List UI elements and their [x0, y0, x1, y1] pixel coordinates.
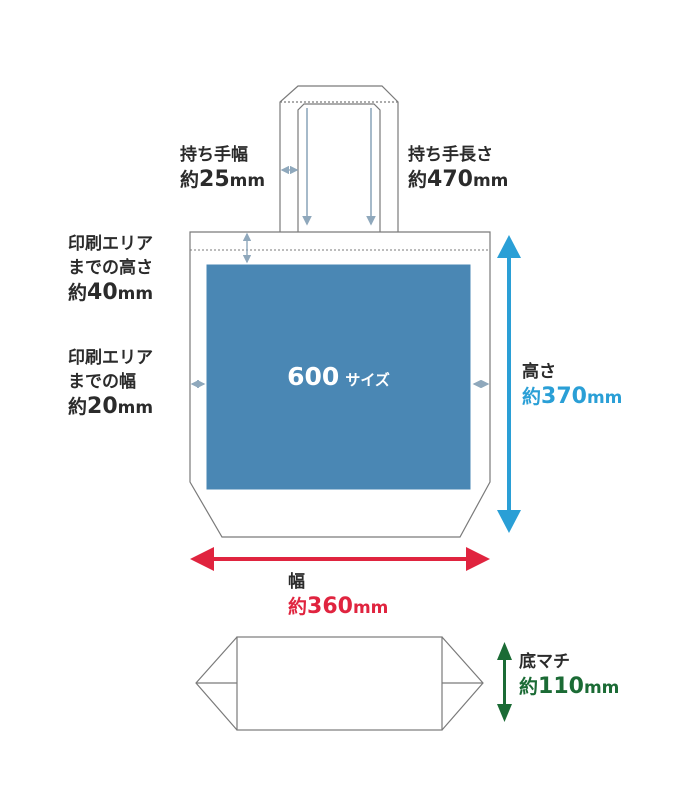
print-area-label: 600 サイズ: [206, 362, 471, 391]
width-arrow: [190, 547, 490, 571]
width-title: 幅: [288, 572, 305, 592]
print-side-label: 印刷エリア までの幅 約20mm: [68, 346, 153, 421]
handle-length-value: 約470mm: [408, 167, 509, 192]
gusset-arrow: [497, 642, 512, 722]
handle-width-label: 持ち手幅 約25mm: [180, 143, 265, 194]
bottom-gusset: [195, 636, 484, 731]
height-value: 約370mm: [522, 384, 623, 409]
handle-width-title: 持ち手幅: [180, 145, 248, 165]
gusset-title: 底マチ: [519, 652, 570, 672]
width-value: 約360mm: [288, 594, 389, 619]
print-top-title-1: 印刷エリア: [68, 234, 153, 254]
height-label: 高さ 約370mm: [522, 360, 622, 411]
height-arrow: [497, 235, 521, 533]
print-side-title-1: 印刷エリア: [68, 348, 153, 368]
gusset-label: 底マチ 約110mm: [519, 650, 619, 701]
print-top-label: 印刷エリア までの高さ 約40mm: [68, 232, 153, 307]
handle: [279, 85, 399, 250]
print-side-value: 約20mm: [68, 394, 154, 419]
print-size-number: 600: [287, 362, 340, 391]
handle-length-arrow: [302, 108, 376, 226]
print-side-title-2: までの幅: [68, 372, 136, 392]
height-title: 高さ: [522, 362, 556, 382]
print-top-title-2: までの高さ: [68, 258, 153, 278]
handle-length-title: 持ち手長さ: [408, 145, 493, 165]
handle-length-label: 持ち手長さ 約470mm: [408, 143, 508, 194]
handle-width-value: 約25mm: [180, 167, 266, 192]
width-label: 幅 約360mm: [288, 570, 388, 621]
print-top-value: 約40mm: [68, 280, 154, 305]
gusset-value: 約110mm: [519, 674, 620, 699]
print-size-suffix: サイズ: [345, 371, 390, 389]
print-area: [205, 263, 472, 491]
